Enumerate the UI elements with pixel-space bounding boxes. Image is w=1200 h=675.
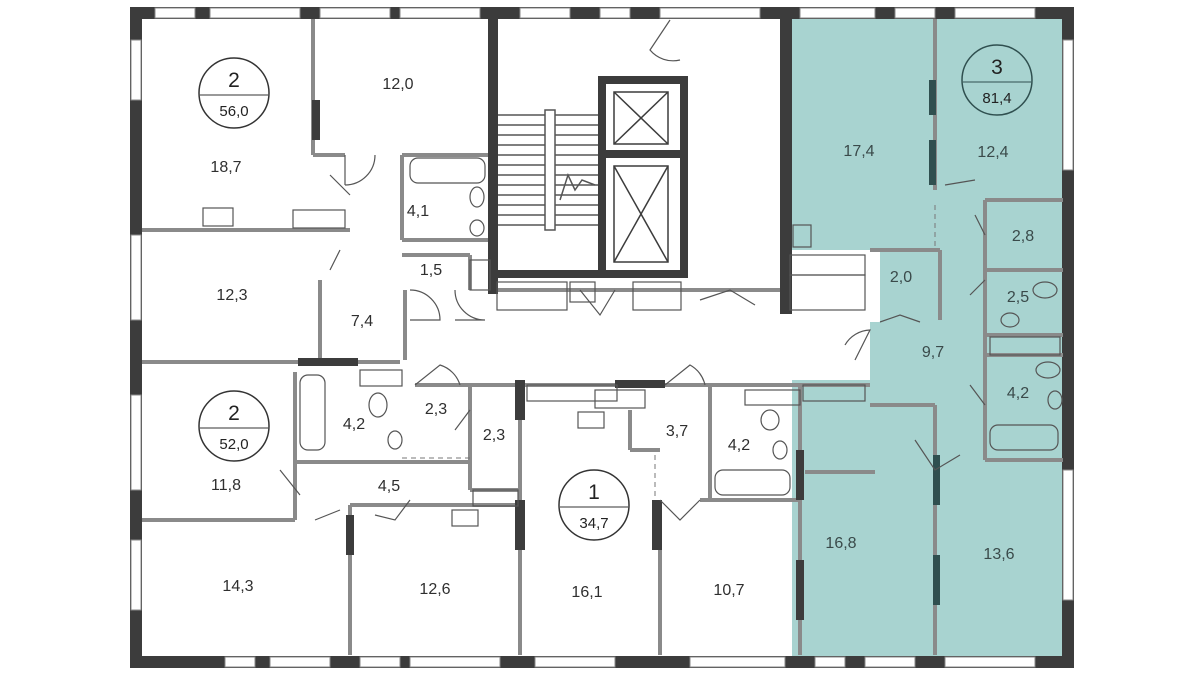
doors <box>279 19 986 521</box>
room-area: 10,7 <box>713 582 744 599</box>
room-area: 4,1 <box>407 203 429 220</box>
door <box>344 154 376 186</box>
room-area: 7,4 <box>351 313 373 330</box>
bottom-windows <box>224 656 1036 668</box>
badge-circle <box>198 57 270 129</box>
dashed-partitions <box>402 205 936 500</box>
apartment-badge-2b[interactable]: 2 52,0 <box>198 390 270 462</box>
room-area: 4,2 <box>728 437 750 454</box>
elevator-shaft-1 <box>613 91 669 145</box>
room-area: 4,2 <box>343 416 365 433</box>
room-area: 18,7 <box>210 159 241 176</box>
apartment-badge-2a[interactable]: 2 56,0 <box>198 57 270 129</box>
room-area: 1,5 <box>420 262 442 279</box>
apartment-area: 34,7 <box>579 515 608 532</box>
room-area: 2,8 <box>1012 228 1034 245</box>
structural-walls <box>298 14 804 620</box>
room-area: 12,4 <box>977 144 1008 161</box>
room-area: 3,7 <box>666 423 688 440</box>
badge-circle <box>198 390 270 462</box>
badge-circle <box>961 44 1033 116</box>
room-area: 12,3 <box>216 287 247 304</box>
apartment-number: 2 <box>228 69 240 92</box>
room-area: 12,6 <box>419 581 450 598</box>
room-area: 2,3 <box>425 401 447 418</box>
room-area: 4,2 <box>1007 385 1029 402</box>
apartment-area: 52,0 <box>219 436 248 453</box>
elevator-shaft-2 <box>613 165 669 263</box>
room-area: 11,8 <box>211 477 241 494</box>
room-area: 2,0 <box>890 269 912 286</box>
room-area: 16,1 <box>571 584 602 601</box>
apartment-area: 56,0 <box>219 103 248 120</box>
top-windows <box>154 7 1036 19</box>
bathtub-3 <box>714 469 791 496</box>
bathtub-4 <box>989 424 1059 451</box>
apartment-3-walls <box>929 80 940 605</box>
fixtures <box>202 157 1063 527</box>
left-windows <box>130 39 142 611</box>
elevators <box>613 91 669 263</box>
bathtub-2 <box>299 374 326 451</box>
apartment-number: 3 <box>991 56 1003 79</box>
badge-circle <box>558 469 630 541</box>
right-windows <box>1062 39 1074 601</box>
apartment-badge-1[interactable]: 1 34,7 <box>558 469 630 541</box>
room-labels: 18,7 12,0 4,1 1,5 12,3 7,4 4,2 2,3 2,3 1… <box>210 76 1034 601</box>
room-area: 2,5 <box>1007 289 1029 306</box>
apartment-number: 1 <box>588 481 600 504</box>
room-area: 17,4 <box>843 143 874 160</box>
room-area: 4,5 <box>378 478 400 495</box>
room-area: 9,7 <box>922 344 944 361</box>
apartment-badge-3[interactable]: 3 81,4 <box>961 44 1033 116</box>
room-area: 16,8 <box>825 535 856 552</box>
apartment-area: 81,4 <box>982 90 1011 107</box>
room-area: 14,3 <box>222 578 253 595</box>
staircase <box>498 109 598 231</box>
apartment-number: 2 <box>228 402 240 425</box>
apartment-3-highlight[interactable] <box>792 14 1068 660</box>
room-area: 2,3 <box>483 427 505 444</box>
bathtub-1 <box>409 157 486 184</box>
room-area: 12,0 <box>382 76 413 93</box>
room-area: 13,6 <box>983 546 1014 563</box>
